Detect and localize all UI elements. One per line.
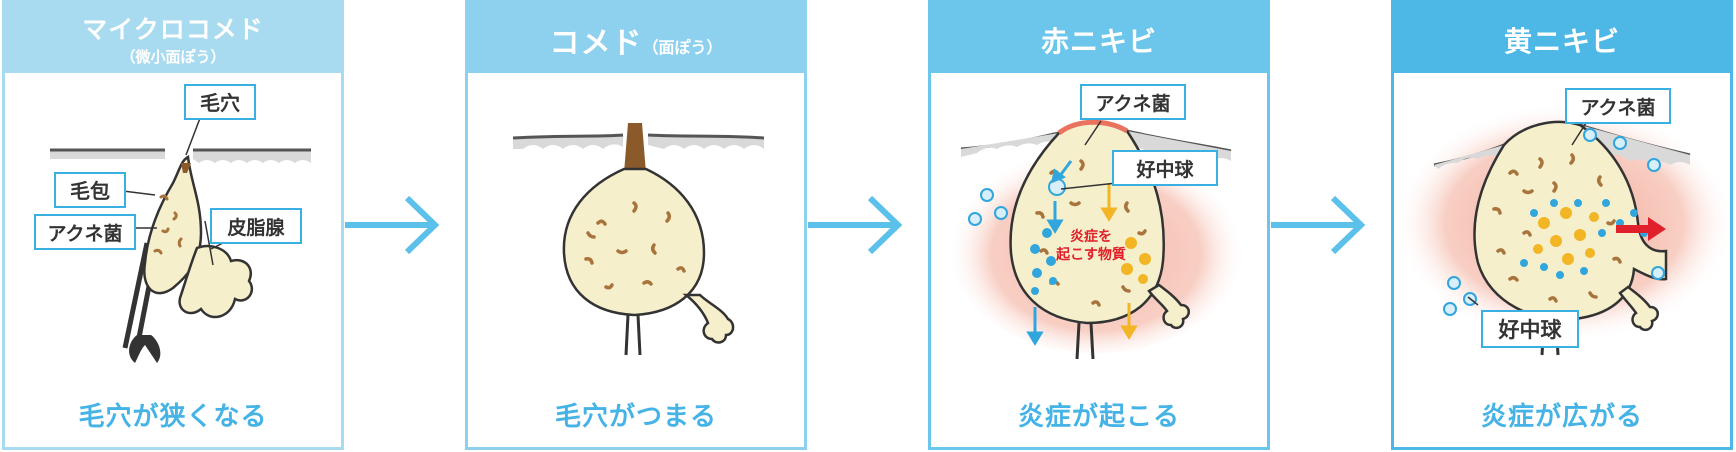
stage-caption: 毛穴が狭くなる: [78, 402, 268, 432]
stage-header: 赤ニキビ: [928, 0, 1270, 73]
stage-panel-yellow-pimple: 黄ニキビ: [1391, 0, 1733, 450]
stage-panel-red-pimple: 赤ニキビ: [928, 0, 1270, 450]
stage-subtitle: （微小面ぽう）: [120, 48, 226, 66]
stage-header: コメド（面ぽう）: [465, 0, 807, 73]
label-inflammatory-substance: 炎症を 起こす物質: [1055, 228, 1126, 263]
svg-text:アクネ菌: アクネ菌: [1095, 92, 1170, 115]
stage-header: 黄ニキビ: [1391, 0, 1733, 73]
svg-text:好中球: 好中球: [1135, 158, 1194, 181]
stage-header: マイクロコメド （微小面ぽう）: [2, 0, 344, 73]
right-arrow-icon: [808, 195, 903, 255]
stage-panel-comedo: コメド（面ぽう）: [465, 0, 807, 450]
stage-title: コメド: [549, 26, 643, 61]
label-sebaceous-gland: 皮脂腺: [210, 208, 302, 244]
stage-body: 毛穴がつまる: [465, 73, 807, 450]
svg-text:アクネ菌: アクネ菌: [47, 222, 122, 245]
label-neutrophil: 好中球: [1481, 310, 1579, 348]
svg-text:アクネ菌: アクネ菌: [1580, 96, 1655, 119]
label-acne-bacteria: アクネ菌: [1565, 88, 1671, 124]
red-pimple-illustration: アクネ菌 好中球 炎症を 起こす物質: [946, 84, 1246, 360]
stage-body: 毛穴 毛包 アクネ菌 皮脂腺 毛穴が狭くなる: [2, 73, 344, 450]
label-pore: 毛穴: [184, 84, 256, 120]
yellow-pimple-illustration: アクネ菌 好中球: [1394, 88, 1730, 356]
stage-subtitle: （面ぽう）: [642, 38, 723, 57]
stage-title: 赤ニキビ: [1040, 25, 1157, 58]
comedo-illustration: [512, 123, 765, 356]
svg-text:炎症を: 炎症を: [1070, 228, 1112, 245]
stage-caption: 毛穴がつまる: [554, 402, 717, 432]
label-neutrophil: 好中球: [1112, 150, 1218, 186]
svg-text:起こす物質: 起こす物質: [1055, 246, 1126, 263]
stage-body: アクネ菌 好中球 炎症を 起こす物質 炎症が起こる: [928, 73, 1270, 450]
stage-title: マイクロコメド: [82, 15, 264, 44]
label-acne-bacteria: アクネ菌: [1080, 84, 1186, 120]
svg-text:好中球: 好中球: [1498, 318, 1563, 342]
svg-text:毛包: 毛包: [70, 179, 110, 203]
stage-caption: 炎症が広がる: [1480, 402, 1643, 432]
right-arrow-icon: [345, 195, 440, 255]
stage-title: 黄ニキビ: [1503, 25, 1620, 58]
stage-body: アクネ菌 好中球 炎症が広がる: [1391, 73, 1733, 450]
label-acne-bacteria: アクネ菌: [34, 214, 136, 250]
right-arrow-icon: [1271, 195, 1366, 255]
stage-panel-microcomedo: マイクロコメド （微小面ぽう）: [2, 0, 344, 450]
label-follicle: 毛包: [54, 172, 126, 208]
svg-text:毛穴: 毛穴: [200, 91, 240, 115]
stage-caption: 炎症が起こる: [1017, 402, 1180, 432]
svg-text:皮脂腺: 皮脂腺: [227, 216, 285, 239]
microcomedo-illustration: 毛穴 毛包 アクネ菌 皮脂腺: [34, 84, 311, 363]
